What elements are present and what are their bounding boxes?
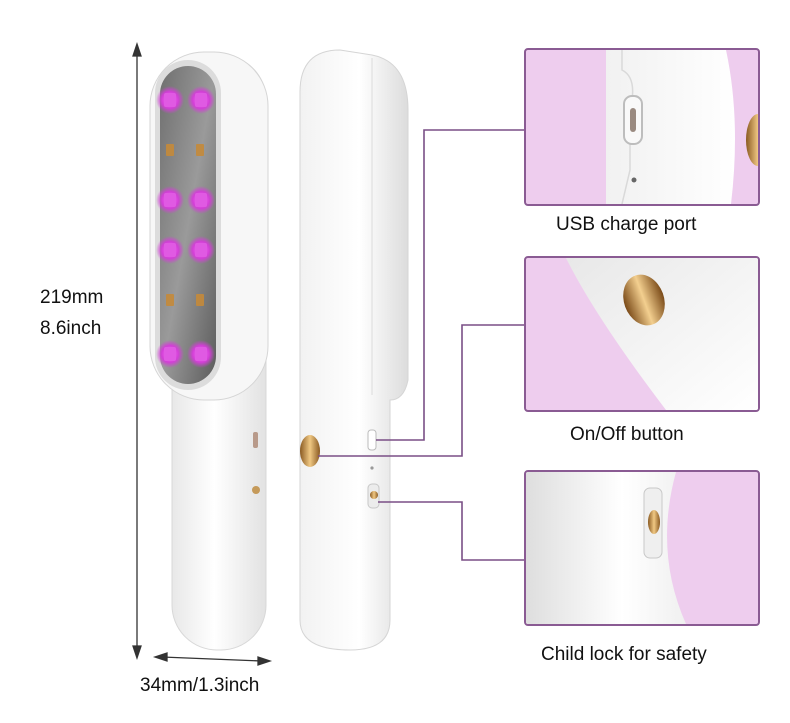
side-device — [299, 49, 409, 651]
usb-port-icon — [367, 429, 377, 451]
usb-port-closeup — [606, 50, 758, 204]
uv-led-icon — [156, 86, 215, 368]
height-dimension-arrow — [132, 41, 142, 661]
usb-charge-port-label: USB charge port — [556, 214, 697, 235]
power-button-icon[interactable] — [300, 435, 320, 467]
child-lock-closeup — [526, 472, 686, 624]
power-button-detail-panel — [524, 256, 760, 412]
height-inch-label: 8.6inch — [40, 318, 102, 339]
child-lock-detail-panel — [524, 470, 760, 626]
usb-port-detail-panel — [524, 48, 760, 206]
power-button-closeup — [566, 258, 758, 410]
height-mm-label: 219mm — [40, 287, 104, 308]
width-dimension-arrow — [152, 652, 273, 666]
child-lock-label: Child lock for safety — [541, 644, 707, 665]
width-label: 34mm/1.3inch — [140, 675, 260, 696]
connector-lines — [318, 129, 524, 561]
front-device — [149, 51, 269, 651]
on-off-button-label: On/Off button — [570, 424, 684, 445]
